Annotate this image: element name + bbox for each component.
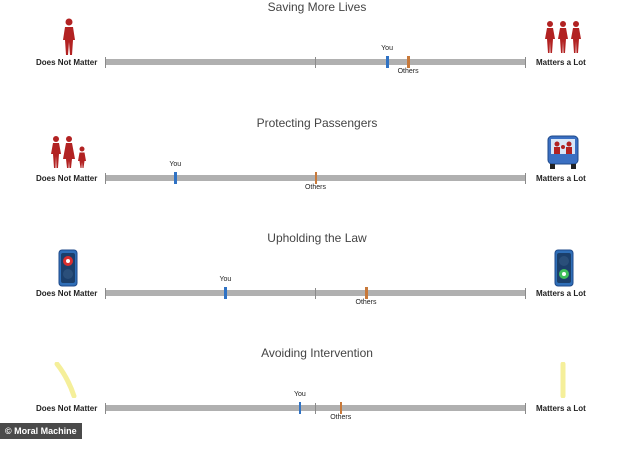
others-marker-label: Others [330, 414, 352, 421]
scale-start-tick [105, 172, 106, 184]
you-marker-label: You [294, 391, 306, 398]
section-title: Avoiding Intervention [261, 346, 373, 360]
section-title: Protecting Passengers [256, 116, 378, 130]
green-traffic-light-icon [554, 249, 574, 292]
left-end-label: Does Not Matter [36, 174, 98, 183]
scale-mid-tick [315, 56, 316, 68]
preference-section-protecting-passengers: Protecting Passengers Does Not Matter Ma… [0, 116, 634, 231]
you-marker-label: You [381, 45, 393, 52]
scale-mid-tick [315, 402, 316, 414]
scale-mid-tick [315, 287, 316, 299]
others-marker-label: Others [304, 184, 327, 191]
preference-section-upholding-law: Upholding the Law Does Not Matter Matter… [0, 231, 634, 346]
preference-scale-bar: You Others [105, 391, 526, 421]
others-marker-label: Others [355, 299, 377, 306]
you-marker [224, 287, 227, 299]
red-traffic-light-icon [58, 249, 78, 292]
left-end-label: Does Not Matter [36, 289, 98, 298]
scale-end-tick [525, 172, 526, 184]
single-person-icon [60, 18, 78, 61]
right-end-label: Matters a Lot [536, 404, 586, 413]
others-marker [339, 402, 343, 414]
scale-start-tick [105, 287, 106, 299]
others-marker [365, 287, 368, 299]
straight-path-icon [558, 361, 568, 403]
right-end-label: Matters a Lot [536, 289, 586, 298]
left-end-label: Does Not Matter [36, 58, 98, 67]
pedestrian-family-icon [50, 135, 90, 174]
group-of-people-icon [545, 20, 585, 59]
preference-section-avoiding-intervention: Avoiding Intervention Does Not Matter Ma… [0, 346, 634, 461]
others-marker [314, 172, 317, 184]
you-marker-label: You [219, 276, 232, 283]
section-title: Upholding the Law [267, 231, 367, 245]
you-marker-label: You [169, 161, 182, 168]
passengers-in-car-icon [547, 134, 579, 175]
scale-start-tick [105, 402, 106, 414]
preference-scale-bar: You Others [105, 161, 526, 191]
section-title: Saving More Lives [267, 0, 367, 14]
left-end-label: Does Not Matter [36, 404, 98, 413]
swerve-path-icon [54, 361, 80, 403]
preference-section-saving-lives: Saving More Lives Does Not Matter Matter… [0, 0, 634, 115]
scale-end-tick [525, 402, 526, 414]
you-marker [298, 402, 302, 414]
preference-scale-bar: You Others [105, 276, 526, 306]
right-end-label: Matters a Lot [536, 58, 586, 67]
right-end-label: Matters a Lot [536, 174, 586, 183]
scale-start-tick [105, 56, 106, 68]
scale-end-tick [525, 287, 526, 299]
copyright-footer: © Moral Machine [0, 423, 82, 439]
you-marker [386, 56, 389, 68]
others-marker-label: Others [397, 68, 419, 75]
others-marker [407, 56, 410, 68]
scale-end-tick [525, 56, 526, 68]
preference-scale-bar: You Others [105, 45, 526, 75]
you-marker [174, 172, 177, 184]
